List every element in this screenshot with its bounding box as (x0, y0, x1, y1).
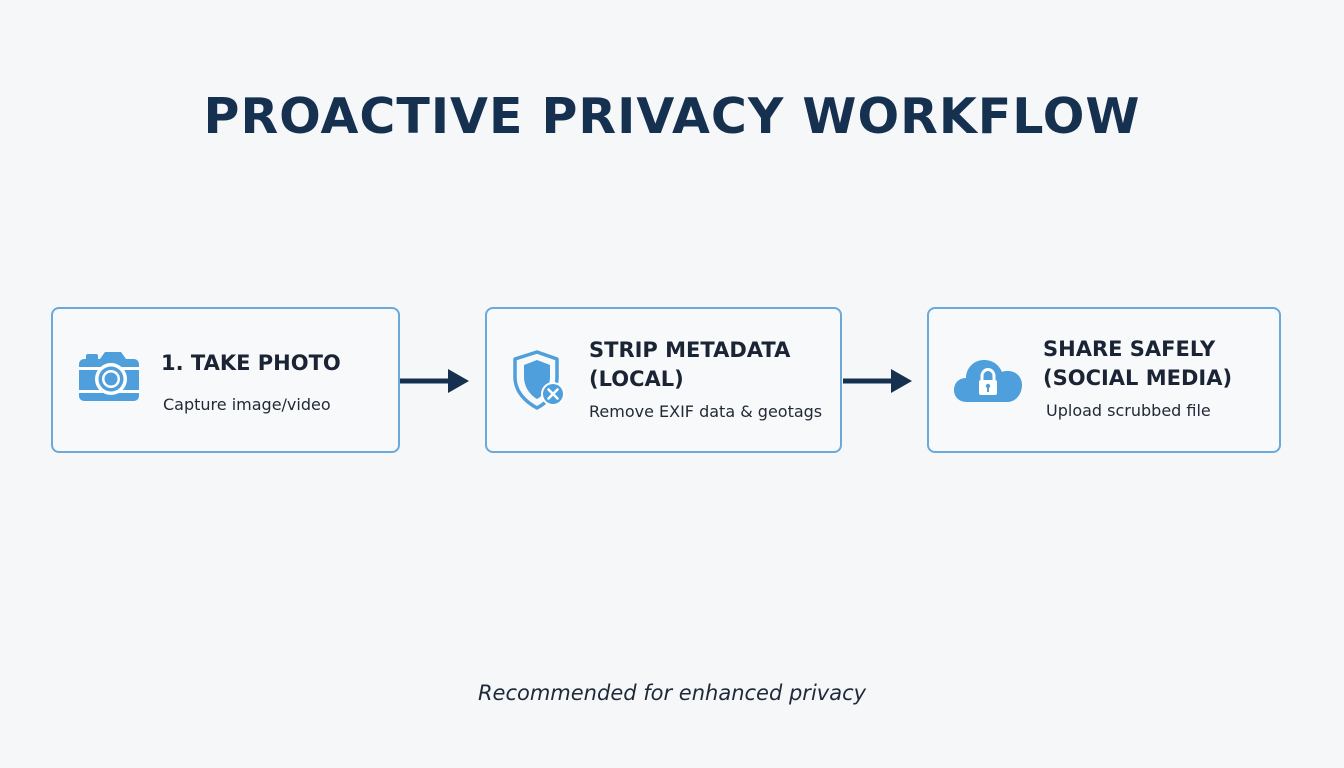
right-arrow-icon (843, 368, 913, 398)
camera-icon (78, 351, 140, 407)
step-description: Capture image/video (163, 395, 331, 414)
page-title: PROACTIVE PRIVACY WORKFLOW (203, 88, 1141, 145)
step-heading: 1. TAKE PHOTO (161, 351, 341, 375)
step-heading-line1: SHARE SAFELY (1043, 337, 1216, 361)
step-description: Remove EXIF data & geotags (589, 402, 823, 421)
step-heading-line1: STRIP METADATA (589, 338, 791, 362)
footer-note: Recommended for enhanced privacy (477, 681, 867, 705)
step-take-photo: 1. TAKE PHOTO Capture image/video (51, 307, 400, 453)
step-description: Upload scrubbed file (1046, 401, 1211, 420)
step-heading-line2: (SOCIAL MEDIA) (1043, 366, 1233, 390)
step-heading-line2: (LOCAL) (589, 367, 684, 391)
shield-x-icon (513, 350, 567, 414)
right-arrow-icon (400, 368, 470, 398)
step-strip-metadata: STRIP METADATA (LOCAL) Remove EXIF data … (485, 307, 842, 453)
step-share-safely: SHARE SAFELY (SOCIAL MEDIA) Upload scrub… (927, 307, 1281, 453)
cloud-lock-icon (953, 354, 1023, 408)
